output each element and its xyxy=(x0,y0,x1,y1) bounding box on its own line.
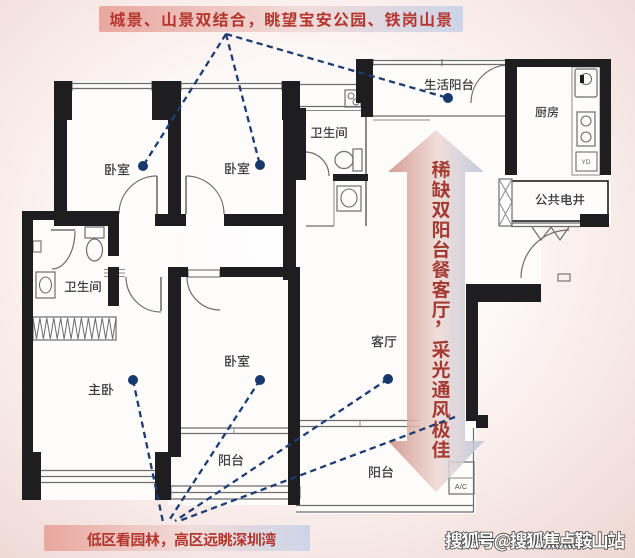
callout-dot-living-room xyxy=(383,374,393,384)
callout-dot-bedroom-2 xyxy=(255,160,265,170)
callout-line-bottom-note-to-bedroom-3 xyxy=(167,379,261,523)
callout-line-top-note-to-service-balcony xyxy=(225,32,449,100)
bottom-note-box xyxy=(44,525,310,551)
floorplan: YD xyxy=(22,59,611,514)
thin-details: YD xyxy=(32,59,609,513)
callout-line-bottom-note-to-balcony-right xyxy=(178,415,456,523)
callout-dot-service-balcony xyxy=(443,93,453,103)
callout-line-top-note-to-bedroom-1 xyxy=(142,33,227,167)
highlight-arrow xyxy=(388,130,484,492)
callout-dot-master-bedroom xyxy=(128,375,138,385)
callout-dot-bedroom-1 xyxy=(138,161,148,171)
walls xyxy=(22,59,611,505)
callout-dot-bedroom-3 xyxy=(255,375,265,385)
room-labels: A/C xyxy=(64,78,585,491)
callout-line-bottom-note-to-master-bedroom xyxy=(131,379,165,523)
callout-line-bottom-note-to-living-room xyxy=(174,378,389,522)
double-arrow-shape xyxy=(388,130,484,492)
callout-dots xyxy=(128,93,453,385)
top-note-box xyxy=(99,6,463,32)
callout-lines xyxy=(131,32,456,523)
room-label-ac-platform: A/C xyxy=(455,482,468,491)
fixture-label-yd: YD xyxy=(581,159,590,166)
callout-line-top-note-to-bedroom-2 xyxy=(224,33,262,166)
